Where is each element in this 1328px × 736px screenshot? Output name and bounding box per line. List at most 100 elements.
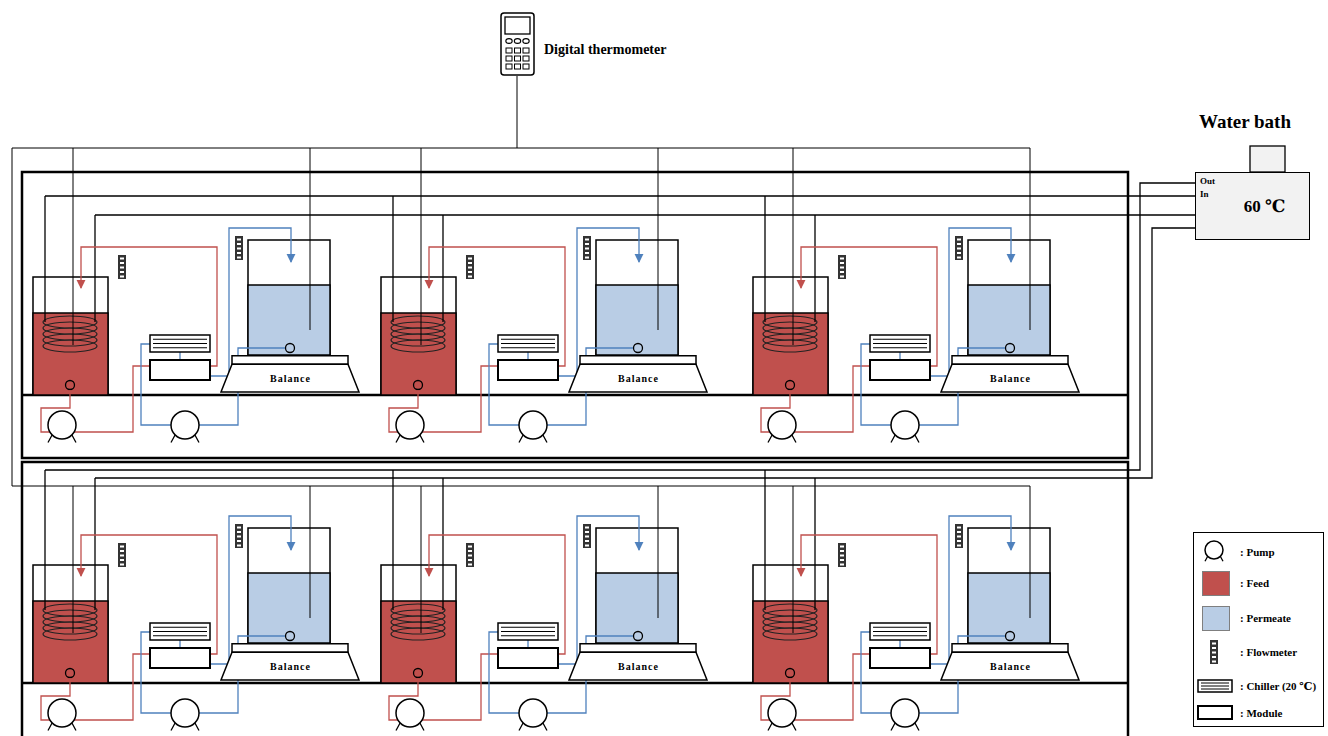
balance-label: Balance <box>568 660 708 674</box>
pump-symbol <box>1205 541 1223 561</box>
rack-frame <box>22 462 1128 736</box>
flowmeter-mark <box>237 239 241 241</box>
feed-line <box>429 535 565 654</box>
flowmeter-mark <box>585 536 589 538</box>
chiller-box <box>498 335 558 352</box>
bath-lid <box>1250 146 1285 172</box>
flowmeter-mark <box>840 262 844 264</box>
shelf <box>22 682 1128 685</box>
setup-unit <box>381 148 678 443</box>
chiller-box <box>870 623 930 640</box>
flowmeter-mark <box>237 545 241 547</box>
feed-liquid <box>753 313 828 395</box>
permeate-line <box>179 352 180 360</box>
flowmeter-mark <box>468 550 472 552</box>
chiller-stripe <box>501 627 555 628</box>
pump-symbol <box>396 411 424 443</box>
permeate-tank <box>968 240 1050 355</box>
setup-unit <box>33 148 330 443</box>
legend-symbol <box>1194 703 1236 723</box>
pump-symbol <box>768 411 796 443</box>
flowmeter-body <box>955 236 963 260</box>
permeate-tank <box>596 240 678 355</box>
legend-entry: : Chiller (20 ℃) <box>1194 671 1322 701</box>
flowmeter-mark <box>1212 656 1216 658</box>
coil-inlet <box>764 470 765 610</box>
flowmeter-mark <box>237 243 241 245</box>
outlet-port <box>1006 344 1015 353</box>
legend-text: : Chiller (20 ℃) <box>1240 671 1320 693</box>
heating-coil <box>763 628 817 640</box>
chiller-box <box>150 623 210 640</box>
permeate-liquid <box>596 573 678 643</box>
outlet-port <box>1006 632 1015 641</box>
flowmeter-mark <box>840 559 844 561</box>
feed-line <box>74 366 150 432</box>
flowmeter-mark <box>957 531 961 533</box>
temperature: 60 ℃ <box>1224 196 1309 217</box>
outlet-port <box>66 669 75 678</box>
flowmeter-mark <box>585 540 589 542</box>
feed-line <box>801 247 937 366</box>
chiller-stripe <box>153 627 207 628</box>
feed-liquid <box>753 601 828 683</box>
permeate-liquid <box>248 285 330 355</box>
legend-text: : Permeate <box>1240 605 1320 625</box>
flowmeter-mark <box>957 252 961 254</box>
balance-label: Balance <box>220 372 360 386</box>
feed-liquid <box>33 601 108 683</box>
legend-entry: : Flowmeter <box>1194 638 1322 666</box>
port-label: In <box>1200 189 1224 200</box>
legend-text: : Flowmeter <box>1240 638 1320 659</box>
membrane-module <box>150 360 210 380</box>
permeate-tank <box>968 528 1050 643</box>
outlet-port <box>286 632 295 641</box>
legend-entry: : Pump <box>1194 539 1322 565</box>
permeate-line <box>558 228 639 376</box>
flowmeter-mark <box>120 546 124 548</box>
balance-pan <box>580 356 696 365</box>
chiller-stripe <box>153 631 207 632</box>
device-screen <box>505 17 530 34</box>
setup-unit <box>381 470 678 731</box>
permeate-line <box>899 352 900 360</box>
feed-liquid <box>381 601 456 683</box>
flowmeter-icon <box>955 236 963 260</box>
flowmeter-mark <box>120 262 124 264</box>
chiller-stripe <box>501 635 555 636</box>
flowmeter-icon <box>583 524 591 548</box>
flowmeter-mark <box>585 252 589 254</box>
permeate-liquid <box>968 285 1050 355</box>
permeate-line <box>558 516 639 664</box>
feed-tank <box>381 565 456 683</box>
flowmeter-body <box>838 543 846 567</box>
device-key <box>515 56 521 61</box>
pump-symbol <box>171 699 199 731</box>
balance-body <box>941 652 1079 680</box>
feed-tank <box>381 277 456 395</box>
feed-line <box>81 247 217 366</box>
sensor-wire <box>517 76 518 148</box>
legend-text: : Feed <box>1240 570 1320 590</box>
flowmeter-icon <box>838 543 846 567</box>
pump-symbol <box>519 411 547 443</box>
permeate-line <box>930 228 1011 376</box>
flowmeter-mark <box>468 276 472 278</box>
balance-pan <box>232 356 348 365</box>
port-labels: OutIn <box>1196 173 1224 200</box>
flowmeter-mark <box>468 271 472 273</box>
permeate-line <box>527 352 528 360</box>
permeate-line <box>179 640 180 648</box>
legend-symbol <box>1194 539 1236 565</box>
pump-symbol <box>768 699 796 731</box>
balance-body <box>569 652 707 680</box>
pump-body <box>1205 541 1223 559</box>
heating-coil <box>391 628 445 640</box>
coil-inlet <box>44 470 45 610</box>
sensor-probe <box>793 148 794 345</box>
sensor-probe <box>73 486 74 633</box>
flowmeter-mark <box>957 257 961 259</box>
permeate-liquid <box>248 573 330 643</box>
flowmeter-mark <box>585 527 589 529</box>
pump-body <box>519 411 547 439</box>
